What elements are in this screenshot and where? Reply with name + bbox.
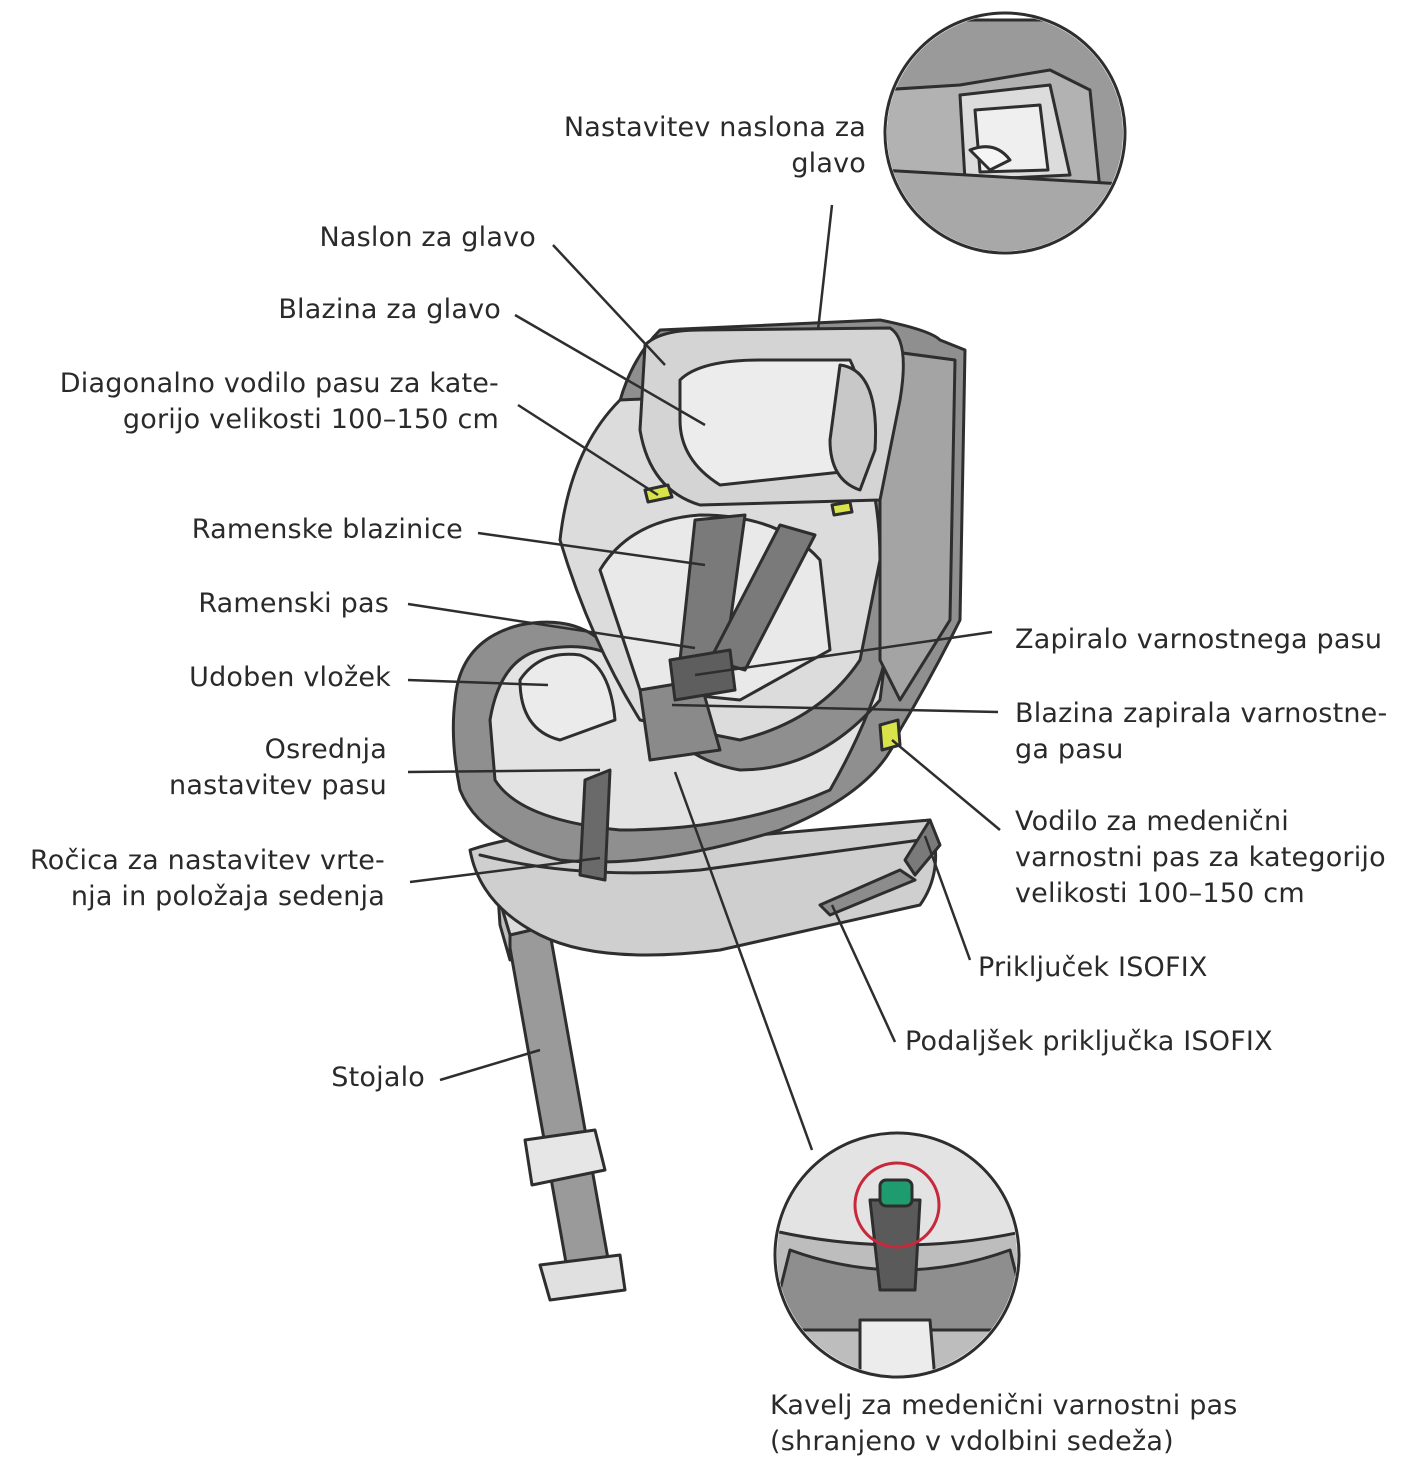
label-central-adjuster: Osrednja nastavitev pasu — [169, 734, 387, 801]
label-lap-guide: Vodilo za medenični varnostni pas za kat… — [1015, 806, 1386, 909]
label-head-cushion: Blazina za glavo — [278, 294, 501, 325]
label-headrest: Naslon za glavo — [319, 222, 536, 253]
label-diagonal-guide: Diagonalno vodilo pasu za kate- gorijo v… — [59, 368, 499, 435]
headrest — [638, 326, 905, 507]
label-headrest-adjuster: Nastavitev naslona za glavo — [563, 112, 866, 179]
label-lap-hook: Kavelj za medenični varnostni pas (shran… — [770, 1390, 1238, 1457]
label-shoulder-pads: Ramenske blazinice — [191, 514, 463, 545]
label-shoulder-belt: Ramenski pas — [198, 588, 389, 619]
label-buckle-pad: Blazina zapirala varnostne- ga pasu — [1015, 698, 1388, 765]
lap-hook-inset — [773, 1131, 1021, 1379]
headrest-adjuster-inset — [883, 11, 1127, 255]
lap-belt — [578, 768, 612, 882]
label-isofix-connector: Priključek ISOFIX — [978, 952, 1208, 983]
comfort-insert — [518, 652, 617, 742]
label-isofix-extension: Podaljšek priključka ISOFIX — [905, 1026, 1273, 1057]
label-rotation-handle: Ročica za nastavitev vrte- nja in položa… — [29, 845, 385, 912]
label-comfort-insert: Udoben vložek — [189, 662, 391, 693]
leader-lines — [407, 204, 1001, 1151]
shoulder-belts — [678, 513, 817, 672]
label-buckle: Zapiralo varnostnega pasu — [1015, 624, 1383, 655]
label-support-leg: Stojalo — [331, 1062, 425, 1093]
